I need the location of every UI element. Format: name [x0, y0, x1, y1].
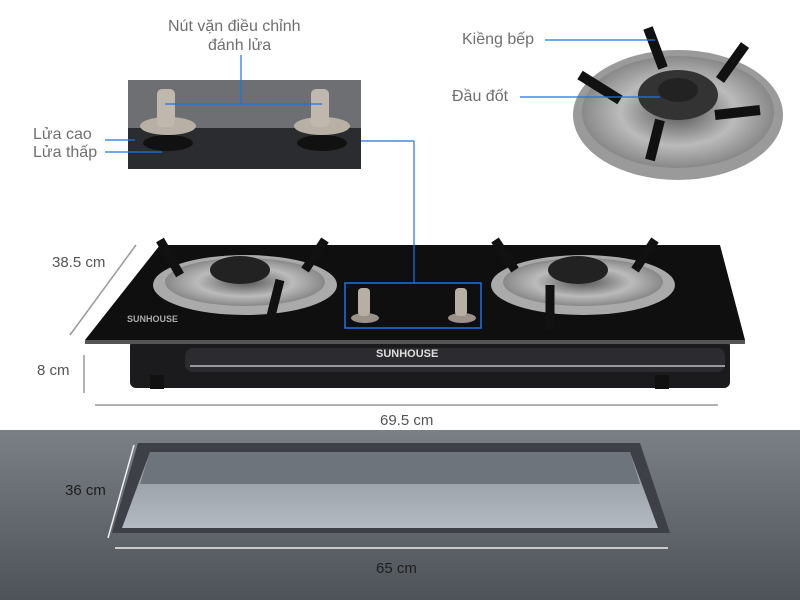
dimension-arrows [69, 244, 718, 406]
brand-logo: SUNHOUSE [127, 314, 178, 324]
burner-closeup [573, 26, 783, 180]
low-flame-label: Lửa thấp [33, 144, 98, 161]
cutout-dimension-arrows [107, 444, 668, 549]
cutout-depth-dimension: 36 cm [65, 482, 106, 499]
brand-logo: SUNHOUSE [376, 348, 438, 360]
callout-lines [105, 39, 660, 283]
knob-label: Nút vặn điều chỉnh [168, 18, 301, 35]
burner-head-label: Đầu đốt [452, 88, 509, 105]
cutout-width-dimension: 65 cm [376, 560, 417, 577]
pan-support-label: Kiềng bếp [462, 31, 535, 48]
width-dimension: 69.5 cm [380, 412, 434, 429]
knob-label-line2: đánh lửa [208, 37, 272, 54]
knob-icon [140, 89, 196, 151]
knob-icon [294, 89, 350, 151]
high-flame-label: Lửa cao [33, 126, 92, 143]
gas-stove [85, 237, 745, 389]
height-dimension: 8 cm [37, 362, 70, 379]
depth-dimension: 38.5 cm [52, 254, 106, 271]
